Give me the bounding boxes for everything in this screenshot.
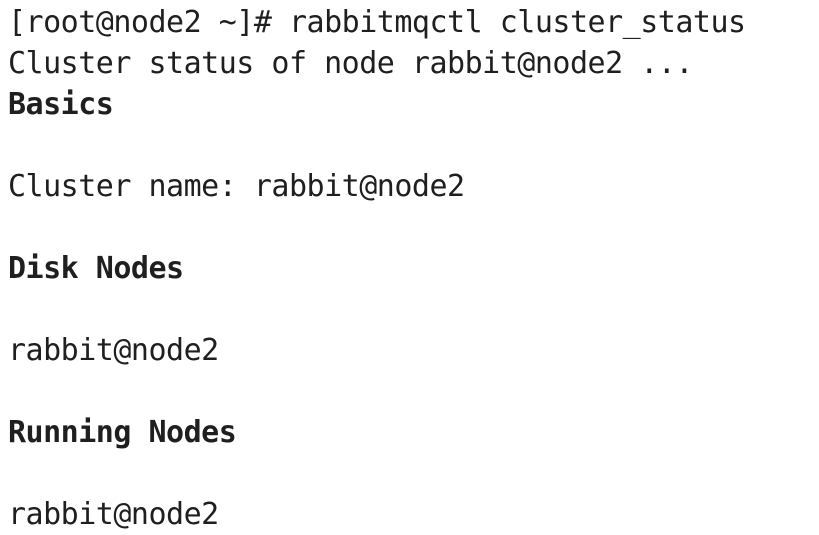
cluster-status-line: Cluster status of node rabbit@node2 ...: [8, 46, 693, 81]
blank-line: [8, 207, 819, 248]
disk-node-entry: rabbit@node2: [8, 333, 219, 368]
prompt-command-line: [root@node2 ~]# rabbitmqctl cluster_stat…: [8, 5, 746, 40]
heading-disk-nodes: Disk Nodes: [8, 251, 184, 286]
heading-running-nodes: Running Nodes: [8, 415, 237, 450]
cluster-name-line: Cluster name: rabbit@node2: [8, 169, 465, 204]
blank-line: [8, 371, 819, 412]
heading-basics: Basics: [8, 87, 114, 122]
running-node-entry: rabbit@node2: [8, 497, 219, 532]
blank-line: [8, 453, 819, 494]
blank-line: [8, 289, 819, 330]
blank-line: [8, 125, 819, 166]
